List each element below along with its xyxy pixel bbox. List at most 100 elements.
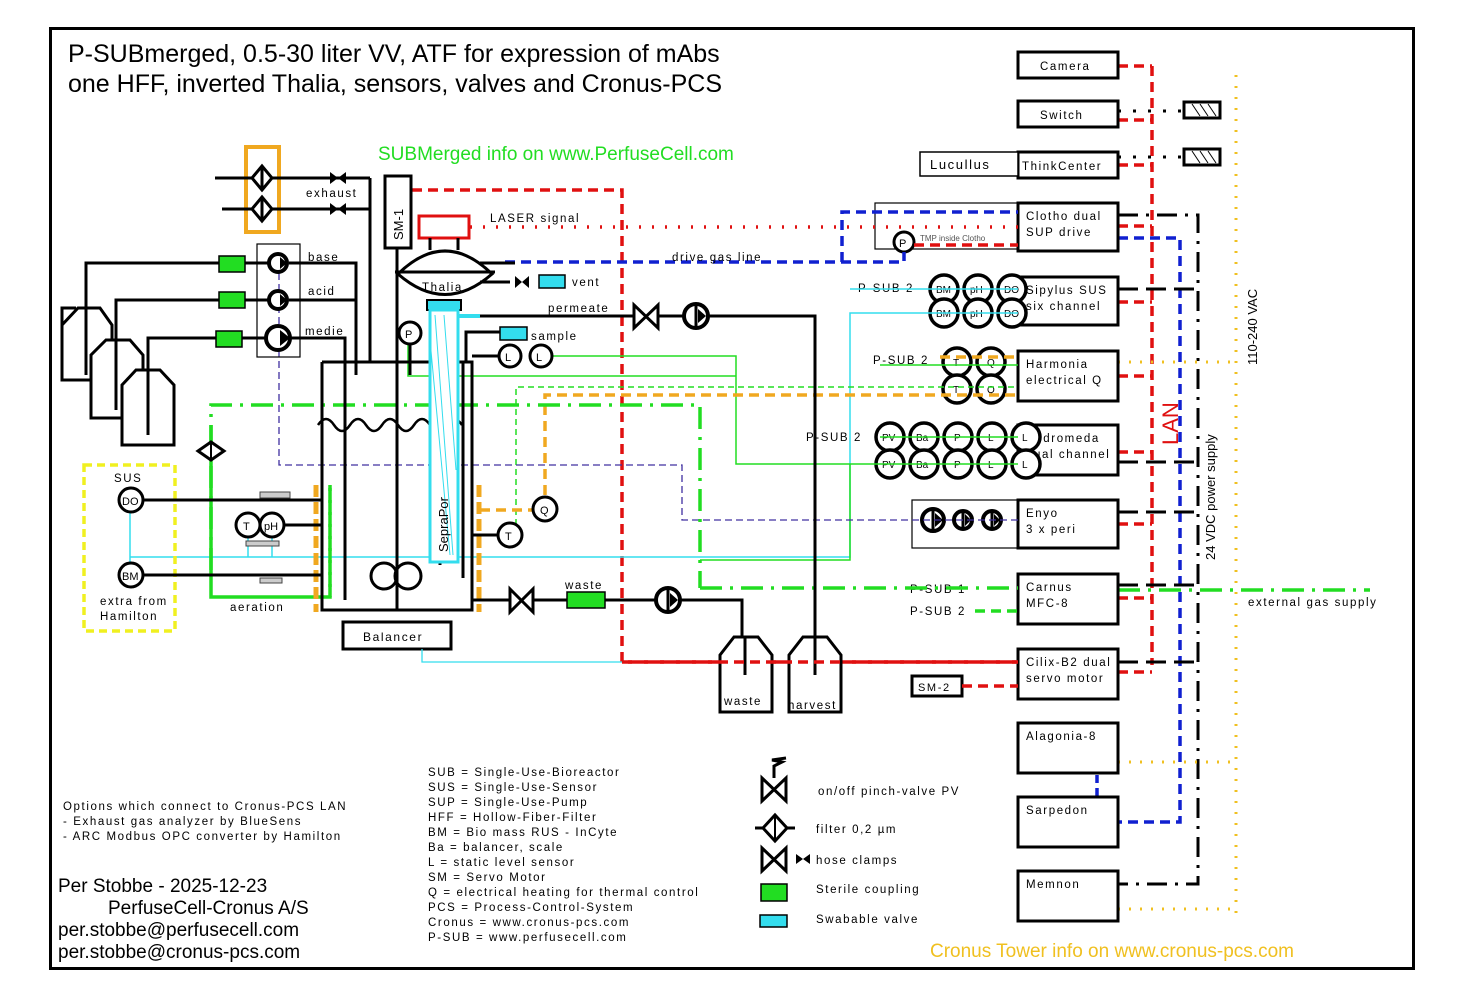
tower-device-cilix-b2-dual[interactable]: Cilix-B2 dual servo motor	[1016, 647, 1120, 701]
permeate-line	[480, 314, 817, 660]
drive-gas-line	[505, 252, 906, 264]
legend-label: hose clamps	[816, 855, 898, 867]
device-label: Cilix-B2 dual	[1026, 657, 1111, 669]
power-plug-icon	[1182, 100, 1222, 120]
bm-sensor-label: BM	[122, 571, 139, 583]
device-label-2: servo motor	[1026, 673, 1104, 685]
author-email-2[interactable]: per.stobbe@cronus-pcs.com	[58, 942, 300, 963]
pump-icon	[654, 586, 682, 614]
aeration-label: aeration	[230, 602, 284, 614]
device-label: Carnus	[1026, 582, 1073, 594]
device-label: Switch	[1040, 110, 1083, 122]
power-ac-bus	[1118, 75, 1238, 920]
pinch-valve-icon	[508, 585, 535, 616]
options-item: - ARC Modbus OPC converter by Hamilton	[63, 831, 342, 843]
device-label-2: 3 x peri	[1026, 524, 1077, 536]
ph-sensor-icon: pH	[258, 511, 286, 539]
filter-icon	[195, 440, 227, 462]
probe-port	[245, 540, 280, 547]
tower-device-memnon[interactable]: Memnon	[1016, 869, 1120, 923]
sensor-label: L	[988, 460, 994, 471]
level-sensor-icon: L	[497, 343, 523, 369]
legend-label: Swabable valve	[816, 914, 919, 926]
device-label: Camera	[1040, 61, 1091, 73]
extra-label-line1: extra from	[100, 596, 168, 608]
sterile-coupling-icon	[218, 255, 246, 273]
tower-device-alagonia-8[interactable]: Alagonia-8	[1016, 721, 1120, 775]
submerged-info-link[interactable]: SUBMerged info on www.PerfuseCell.com	[378, 144, 734, 165]
filter-icon	[250, 194, 274, 224]
sus-label: SUS	[114, 473, 142, 485]
temp-sensor-line	[515, 386, 1018, 535]
legend-label: Sterile coupling	[816, 884, 920, 896]
level-sensor-label: L	[505, 352, 511, 364]
tower-device-camera[interactable]: Camera	[1016, 50, 1120, 80]
laser-signal-label: LASER signal	[490, 213, 580, 225]
title-line-1: P-SUBmerged, 0.5-30 liter VV, ATF for ex…	[68, 40, 720, 68]
sm1-box[interactable]	[383, 174, 413, 250]
lucullus-box[interactable]	[919, 151, 1019, 177]
power-plug-icon	[1182, 147, 1222, 167]
balancer-box[interactable]	[341, 620, 453, 651]
device-label: Sipylus SUS	[1026, 285, 1108, 297]
cronus-tower-info-link[interactable]: Cronus Tower info on www.cronus-pcs.com	[930, 941, 1294, 962]
sensor-label: T	[953, 358, 959, 369]
tower-device-sarpedon[interactable]: Sarpedon	[1016, 795, 1120, 849]
sensor-label: PV	[882, 433, 896, 444]
author-email-1[interactable]: per.stobbe@perfusecell.com	[58, 920, 299, 941]
andromeda-sub-label: P-SUB 2	[806, 432, 862, 444]
seprapor-label: SepraPor	[436, 496, 451, 552]
peristaltic-pump-icon	[920, 507, 946, 533]
balancer-label: Balancer	[363, 630, 423, 644]
hose-clamp-icon	[330, 172, 346, 184]
author-name-date: Per Stobbe - 2025-12-23	[58, 876, 267, 897]
temp-sensor-label: T	[505, 531, 512, 543]
swabable-valve-icon	[538, 274, 566, 289]
waste-coupling-label: waste	[564, 580, 603, 592]
abbreviation-item: BM = Bio mass RUS - InCyte	[428, 827, 618, 839]
device-label-2: MFC-8	[1026, 598, 1069, 610]
waste-line	[472, 598, 744, 680]
tmp-inside-clotho-label: TMP inside Clotho	[920, 234, 986, 243]
legend-label: on/off pinch-valve PV	[818, 786, 960, 798]
abbreviation-item: Cronus = www.cronus-pcs.com	[428, 917, 630, 929]
laser-sensor-box	[417, 214, 471, 240]
filter-icon	[250, 163, 274, 193]
extra-label-line2: Hamilton	[100, 611, 158, 623]
sensor-label: pH	[970, 285, 983, 296]
hose-clamp-icon	[515, 276, 529, 288]
author-company: PerfuseCell-Cronus A/S	[108, 898, 309, 919]
sus-extra-hamilton-box	[82, 463, 177, 633]
heater-q-icon: Q	[531, 495, 559, 523]
exhaust-label: exhaust	[306, 188, 357, 200]
tower-device-thinkcenter[interactable]: ThinkCenter	[1016, 150, 1120, 180]
options-item: - Exhaust gas analyzer by BlueSens	[63, 816, 302, 828]
harmonia-sub-label: P-SUB 2	[873, 355, 929, 367]
device-label-2: six channel	[1026, 301, 1101, 313]
hose-clamp-icon	[330, 203, 346, 215]
tower-device-switch[interactable]: Switch	[1016, 99, 1120, 129]
sensor-label: Ba	[916, 433, 929, 444]
sensor-t-icon: T	[941, 346, 973, 378]
probe-port	[259, 577, 283, 584]
sensor-label: Q	[987, 385, 995, 396]
pump-icon	[682, 302, 710, 330]
abbreviation-item: SUP = Single-Use-Pump	[428, 797, 588, 809]
power-ac-label: 110-240 VAC	[1245, 289, 1260, 365]
device-label: Clotho dual	[1026, 211, 1102, 223]
lan-bus	[1118, 64, 1154, 674]
do-sensor-label: DO	[122, 496, 139, 508]
sensor-label: BM	[936, 285, 951, 296]
level-sensor-icon: L	[528, 343, 554, 369]
sensor-q-icon: Q	[975, 346, 1007, 378]
waste-bottle-label: waste	[723, 696, 762, 708]
tower-device-sipylus-sus[interactable]: Sipylus SUS six channel	[1016, 275, 1120, 327]
abbreviation-item: SUS = Single-Use-Sensor	[428, 782, 598, 794]
sensor-t-icon: T	[941, 373, 973, 405]
carnus-sub1-label: P-SUB 1	[910, 584, 966, 596]
